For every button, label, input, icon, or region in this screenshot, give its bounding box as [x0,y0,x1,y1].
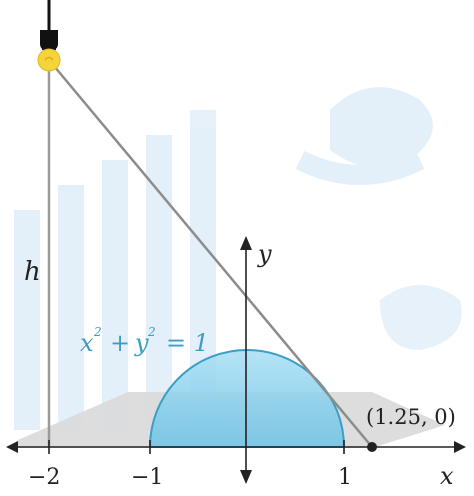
tick-label-pos1: 1 [338,465,352,490]
point-marker [367,442,377,452]
tick-label-neg2: −2 [28,465,60,490]
x-axis-arrow-right [454,441,466,453]
semicircle [148,349,346,448]
light-ray [48,59,373,448]
tick-label-neg1: −1 [131,465,163,490]
y-axis-arrow-up [240,236,252,250]
circle-equation: x 2 + y 2 = 1 [80,325,209,357]
height-label: h [24,257,41,287]
svg-text:+: + [110,329,130,357]
y-axis-label: y [257,240,272,268]
light-bulb-icon [37,0,61,72]
point-label: (1.25, 0) [366,405,456,429]
svg-text:2: 2 [93,325,102,339]
svg-text:= 1: = 1 [166,329,209,357]
svg-text:y: y [134,329,149,357]
x-axis-arrow-left [6,441,18,453]
svg-text:2: 2 [147,325,156,339]
svg-text:x: x [80,329,94,357]
x-axis-label: x [440,462,454,490]
y-axis-arrow-down [240,470,252,484]
